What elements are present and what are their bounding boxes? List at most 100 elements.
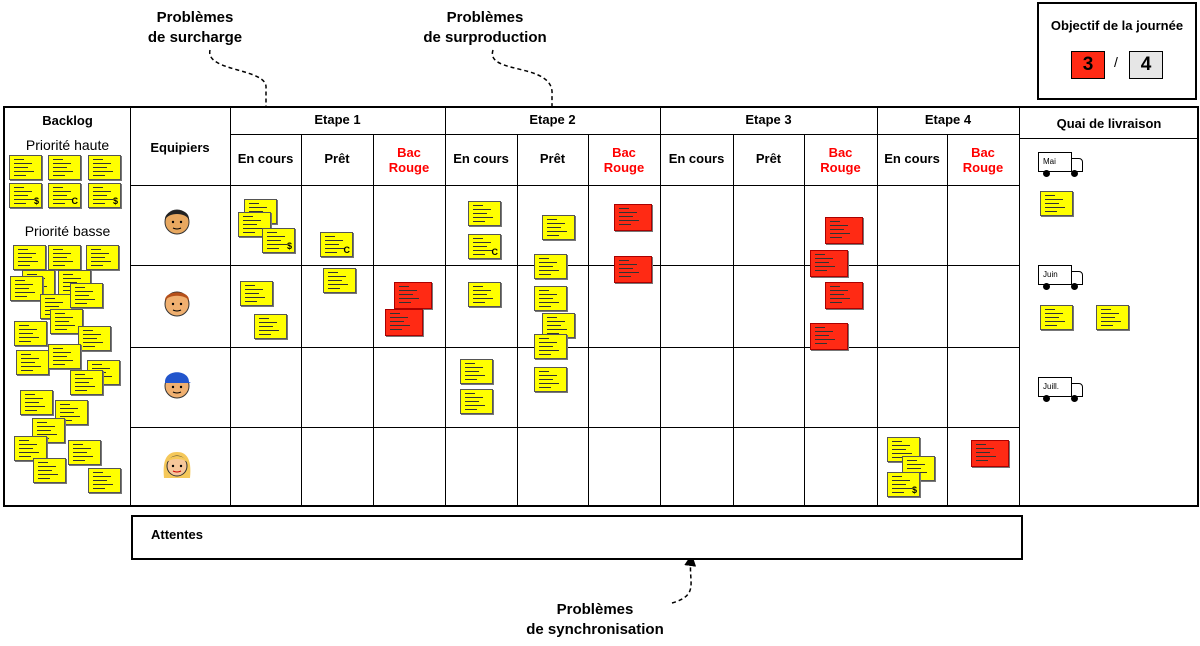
work-card[interactable]: C — [468, 234, 501, 259]
divider — [130, 185, 1019, 186]
work-card[interactable] — [20, 390, 53, 415]
divider — [877, 106, 878, 507]
card-symbol: C — [71, 196, 79, 206]
work-card[interactable]: $ — [88, 183, 121, 208]
truck-wheel — [1071, 395, 1078, 402]
red-card[interactable] — [810, 323, 848, 350]
work-card[interactable]: C — [320, 232, 353, 257]
team-member-avatar — [164, 372, 191, 399]
col-label: Rouge — [820, 160, 861, 175]
work-card[interactable] — [70, 283, 103, 308]
work-card[interactable] — [534, 367, 567, 392]
work-card[interactable]: C — [48, 183, 81, 208]
truck-label: Juill. — [1038, 377, 1072, 397]
col-label: Bac — [828, 145, 853, 160]
work-card[interactable] — [14, 436, 47, 461]
work-card[interactable] — [16, 350, 49, 375]
red-card[interactable] — [614, 256, 652, 283]
work-card[interactable] — [240, 281, 273, 306]
work-card[interactable] — [468, 201, 501, 226]
divider — [445, 106, 446, 507]
col-label: Rouge — [962, 160, 1004, 175]
work-card[interactable] — [50, 309, 83, 334]
col-en-cours: En cours — [884, 151, 940, 166]
backlog-title: Backlog — [42, 113, 93, 128]
waiting-area: Attentes — [131, 515, 1023, 560]
divider — [1019, 106, 1020, 507]
work-card[interactable]: $ — [887, 472, 920, 497]
divider — [373, 135, 374, 507]
delivery-truck[interactable]: Juin — [1038, 265, 1086, 291]
priority-low-label: Priorité basse — [24, 223, 111, 239]
col-label: Bac — [971, 145, 995, 160]
team-member-avatar — [164, 209, 190, 235]
col-pret: Prêt — [755, 151, 782, 166]
delivery-truck[interactable]: Juill. — [1038, 377, 1086, 403]
work-card[interactable] — [13, 245, 46, 270]
work-card[interactable] — [70, 370, 103, 395]
work-card[interactable] — [1040, 191, 1073, 216]
red-card[interactable] — [385, 309, 423, 336]
work-card[interactable] — [542, 215, 575, 240]
red-card[interactable] — [394, 282, 432, 309]
work-card[interactable] — [88, 468, 121, 493]
work-card[interactable]: $ — [9, 183, 42, 208]
card-symbol: C — [343, 245, 351, 255]
delivery-truck[interactable]: Mai — [1038, 152, 1086, 178]
work-card[interactable] — [78, 326, 111, 351]
work-card[interactable] — [1096, 305, 1129, 330]
arrow-surcharge — [209, 49, 272, 142]
annotation-line: Problèmes — [156, 9, 234, 26]
objective-separator: / — [1114, 54, 1118, 70]
work-card[interactable] — [48, 245, 81, 270]
work-card[interactable] — [534, 254, 567, 279]
objective-title: Objectif de la journée — [1050, 18, 1184, 33]
card-symbol: $ — [911, 485, 917, 495]
work-card[interactable] — [14, 321, 47, 346]
work-card[interactable]: $ — [262, 228, 295, 253]
card-symbol: C — [491, 247, 499, 257]
work-card[interactable] — [323, 268, 356, 293]
red-card[interactable] — [810, 250, 848, 277]
work-card[interactable] — [460, 389, 493, 414]
col-en-cours: En cours — [668, 151, 725, 166]
work-card[interactable] — [254, 314, 287, 339]
priority-high-label: Priorité haute — [25, 137, 110, 153]
divider — [660, 106, 661, 507]
truck-label: Juin — [1038, 265, 1072, 285]
work-card[interactable] — [48, 155, 81, 180]
truck-wheel — [1043, 170, 1050, 177]
team-header: Equipiers — [150, 140, 210, 155]
annotation-line: de surproduction — [423, 29, 547, 46]
col-bac-rouge: Bac Rouge — [947, 145, 1019, 175]
work-card[interactable] — [534, 334, 567, 359]
red-card[interactable] — [971, 440, 1009, 467]
work-card[interactable] — [86, 245, 119, 270]
divider — [130, 106, 131, 507]
col-pret: Prêt — [539, 151, 566, 166]
work-card[interactable] — [460, 359, 493, 384]
objective-target: 4 — [1129, 51, 1163, 79]
work-card[interactable] — [9, 155, 42, 180]
divider — [1019, 138, 1199, 139]
work-card[interactable] — [48, 344, 81, 369]
divider — [230, 134, 1019, 135]
work-card[interactable] — [1040, 305, 1073, 330]
red-card[interactable] — [614, 204, 652, 231]
col-label: Bac — [397, 145, 421, 160]
col-en-cours: En cours — [237, 151, 294, 166]
objective-current: 3 — [1071, 51, 1105, 79]
card-symbol: $ — [286, 241, 292, 251]
work-card[interactable] — [88, 155, 121, 180]
work-card[interactable] — [468, 282, 501, 307]
annotation-line: de surcharge — [147, 29, 243, 46]
red-card[interactable] — [825, 217, 863, 244]
red-card[interactable] — [825, 282, 863, 309]
annotation-line: de synchronisation — [526, 621, 664, 638]
work-card[interactable] — [10, 276, 43, 301]
stage-3-header: Etape 3 — [745, 112, 792, 127]
work-card[interactable] — [534, 286, 567, 311]
work-card[interactable] — [33, 458, 66, 483]
stage-2-header: Etape 2 — [529, 112, 576, 127]
work-card[interactable] — [68, 440, 101, 465]
